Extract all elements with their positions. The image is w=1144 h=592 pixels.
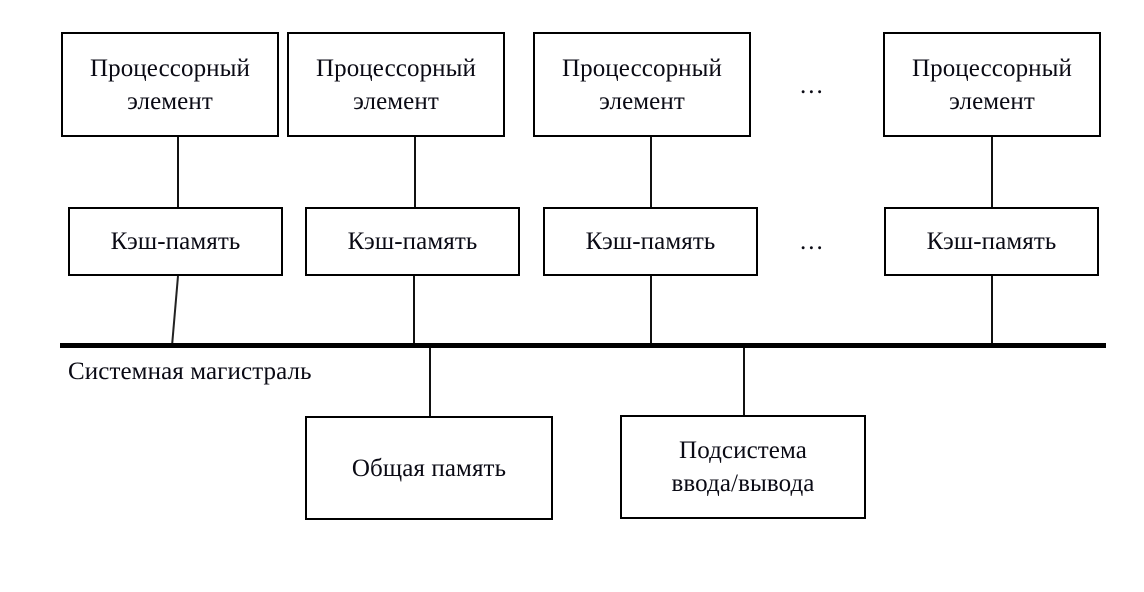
connector-cache3-to-bus xyxy=(650,276,652,346)
system-bus-label: Системная магистраль xyxy=(68,358,312,385)
processing-element-label-4-line1: Процессорный xyxy=(911,54,1073,82)
connector-pe1-to-cache1 xyxy=(177,136,179,208)
connector-pe4-to-cache4 xyxy=(991,136,993,208)
connector-pe2-to-cache2 xyxy=(414,136,416,208)
system-bus-line xyxy=(60,343,1106,348)
processing-element-label-4-line2: элемент xyxy=(949,87,1035,115)
processing-element-label-2-line1: Процессорный xyxy=(315,54,477,82)
cache-box-3[interactable]: Кэш-память xyxy=(543,207,758,276)
cache-label-2: Кэш-память xyxy=(347,228,478,255)
connector-cache4-to-bus xyxy=(991,276,993,346)
shared-memory-box[interactable]: Общая память xyxy=(305,416,553,520)
io-subsystem-box[interactable]: Подсистема ввода/вывода xyxy=(620,415,866,519)
io-subsystem-label-line2: ввода/вывода xyxy=(671,470,815,497)
processing-element-label-1-line2: элемент xyxy=(127,87,213,115)
cache-label-1: Кэш-память xyxy=(110,228,241,255)
connector-cache1-to-bus xyxy=(171,275,179,347)
connector-cache2-to-bus xyxy=(413,276,415,346)
processing-element-box-3[interactable]: Процессорный элемент xyxy=(533,32,751,137)
processing-element-label-2-line2: элемент xyxy=(353,87,439,115)
shared-memory-label: Общая память xyxy=(351,454,507,482)
cache-box-4[interactable]: Кэш-память xyxy=(884,207,1099,276)
processing-element-box-1[interactable]: Процессорный элемент xyxy=(61,32,279,137)
cache-box-1[interactable]: Кэш-память xyxy=(68,207,283,276)
processing-element-label-3-line1: Процессорный xyxy=(561,54,723,82)
ellipsis-caches: ... xyxy=(800,228,825,255)
cache-box-2[interactable]: Кэш-память xyxy=(305,207,520,276)
processing-element-label-1-line1: Процессорный xyxy=(89,54,251,82)
processing-element-box-4[interactable]: Процессорный элемент xyxy=(883,32,1101,137)
connector-bus-to-shared-memory xyxy=(429,348,431,417)
connector-bus-to-io-subsystem xyxy=(743,348,745,416)
processing-element-box-2[interactable]: Процессорный элемент xyxy=(287,32,505,137)
cache-label-3: Кэш-память xyxy=(585,228,716,255)
connector-pe3-to-cache3 xyxy=(650,136,652,208)
io-subsystem-label-line1: Подсистема xyxy=(679,437,807,464)
processing-element-label-3-line2: элемент xyxy=(599,87,685,115)
ellipsis-processing-elements: ... xyxy=(800,72,825,99)
cache-label-4: Кэш-память xyxy=(926,228,1057,255)
